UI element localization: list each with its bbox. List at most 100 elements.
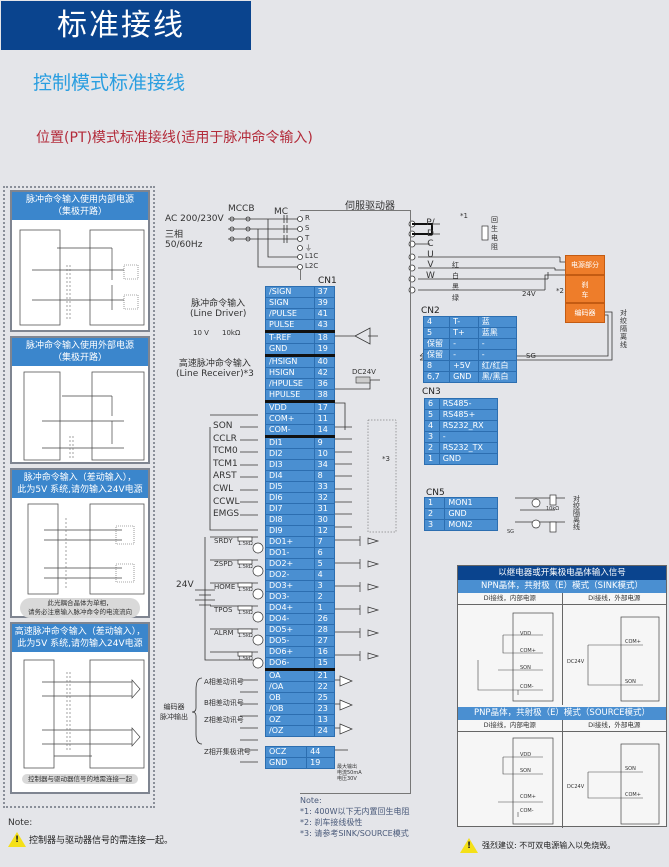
svg-text:VDD: VDD	[520, 631, 531, 637]
pin-cell: 31	[313, 503, 336, 515]
diagram-external-power	[23, 371, 145, 461]
pin-cell-first: 2	[423, 508, 446, 520]
pin-cell: 红/红白	[477, 360, 518, 372]
pin-cell-first: 4	[422, 316, 451, 328]
pin-cell-first: OCZ	[264, 746, 308, 758]
pin-cell: 23	[313, 703, 336, 715]
diagram-internal-power	[19, 229, 145, 326]
svg-text:COM-: COM-	[520, 808, 534, 814]
regen-resistor-label: 回生电阻	[491, 216, 498, 251]
do-resistor-label: 1.5kΩ	[238, 610, 253, 616]
pin-cell-first: VDD	[265, 400, 315, 414]
npn-internal-diagram: VDD COM+ SON COM-	[458, 605, 563, 705]
pin-cell-first: /OB	[265, 703, 315, 715]
pin-cell: GND	[438, 453, 499, 465]
left-note-label: Note:	[8, 818, 33, 828]
pin-cell: 32	[313, 492, 336, 504]
svg-text:SON: SON	[520, 665, 531, 671]
cn1-label: CN1	[318, 276, 337, 286]
do-resistor-label: 1.5kΩ	[238, 564, 253, 570]
pin-cell: 28	[313, 624, 336, 636]
pin-cell-first: COM+	[265, 413, 315, 425]
terminal-ground: ⏚	[305, 244, 312, 252]
pin-row: DO1+7	[265, 536, 336, 548]
terminal-r: R	[305, 214, 310, 222]
pin-cell-first: OB	[265, 692, 315, 704]
do-resistor-label: 1.5kΩ	[238, 633, 253, 639]
sink-source-title: 以继电器或开集极电晶体输入信号	[458, 566, 666, 580]
pin-cell: T-	[449, 316, 479, 328]
pin-cell: 22	[313, 681, 336, 693]
npn-diagrams: VDD COM+ SON COM- DC24V COM+ SON	[458, 605, 666, 705]
driver-right-border	[410, 211, 411, 793]
pin-cell-first: DI3	[265, 459, 315, 471]
pin-cell: GND	[444, 508, 498, 520]
diagram-caption: 脉冲命令输入（差动输入），此为5V 系统,请勿输入24V电源	[12, 470, 148, 498]
cn5-sg-label: SG	[507, 529, 515, 535]
motor-power-part: 电源部分	[565, 255, 605, 275]
di-signal-label: CCLR	[213, 433, 237, 444]
pin-cell-first: DO6-	[265, 657, 315, 670]
left-diagram-internal-power: 脉冲命令输入使用内部电源（集极开路）	[10, 190, 150, 332]
di-signal-label: TCM0	[213, 446, 238, 457]
pin-cell-first: 保留	[422, 338, 451, 350]
motor-brake: 刹车	[565, 275, 605, 303]
pin-cell: T+	[449, 327, 479, 339]
terminal-l1c: L1C	[305, 252, 319, 260]
pin-cell-first: DO3-	[265, 591, 315, 603]
mccb-label: MCCB	[228, 204, 255, 214]
pin-cell: +5V	[449, 360, 479, 372]
pin-cell: 1	[313, 602, 336, 614]
pnp-internal-diagram: VDD SON COM+ COM-	[458, 732, 563, 828]
pin-cell-first: 4	[424, 420, 440, 432]
pin-cell: -	[449, 349, 479, 361]
pin-cell: 2	[313, 591, 336, 603]
do-resistor-label: 1.5kΩ	[238, 587, 253, 593]
terminal-s: S	[305, 224, 310, 232]
pin-cell-first: DI5	[265, 481, 315, 493]
cn3-label: CN3	[422, 387, 441, 397]
di-signal-label: TCM1	[213, 458, 238, 469]
cn2-label: CN2	[421, 306, 440, 316]
pin-cell: 17	[313, 400, 336, 414]
right-warning-text: 强烈建议: 不可双电源输入以免烧毁。	[482, 841, 616, 850]
svg-text:SON: SON	[520, 768, 531, 774]
diagram-note: 此光耦合晶体为单相，请务必注意输入脉冲命令的电流流向	[20, 598, 140, 618]
do-resistor-label: 1.5kΩ	[238, 541, 253, 547]
pin-row: DO5+28	[265, 624, 336, 636]
pin-cell: MON2	[444, 519, 498, 531]
svg-text:SON: SON	[625, 766, 636, 772]
pin-cell: 12	[313, 525, 336, 537]
di-signal-label: CCWL	[213, 496, 240, 507]
terminal-l2c: L2C	[305, 262, 319, 270]
pin-cell: 40	[313, 354, 336, 368]
pin-cell: RS232_TX	[438, 442, 499, 454]
pin-cell: 9	[313, 435, 336, 449]
pin-cell: -	[477, 349, 518, 361]
brake-note-mark: *2	[556, 287, 564, 295]
pin-cell-first: GND	[264, 757, 308, 769]
wire-colors: 红白黑绿	[452, 261, 459, 302]
motor-shield-label: 对绞隔离线	[620, 309, 627, 349]
left-diagram-differential: 脉冲命令输入（差动输入），此为5V 系统,请勿输入24V电源 此光耦合晶体为单相…	[10, 468, 150, 618]
pin-cell: 34	[313, 459, 336, 471]
pin-cell: 41	[313, 308, 336, 320]
pin-cell: 30	[313, 514, 336, 526]
pin-cell-first: DO6+	[265, 646, 315, 658]
encoder-z-label: Z相差动讯号	[204, 716, 244, 724]
warning-icon	[460, 838, 478, 853]
pin-cell-first: OA	[265, 668, 315, 682]
